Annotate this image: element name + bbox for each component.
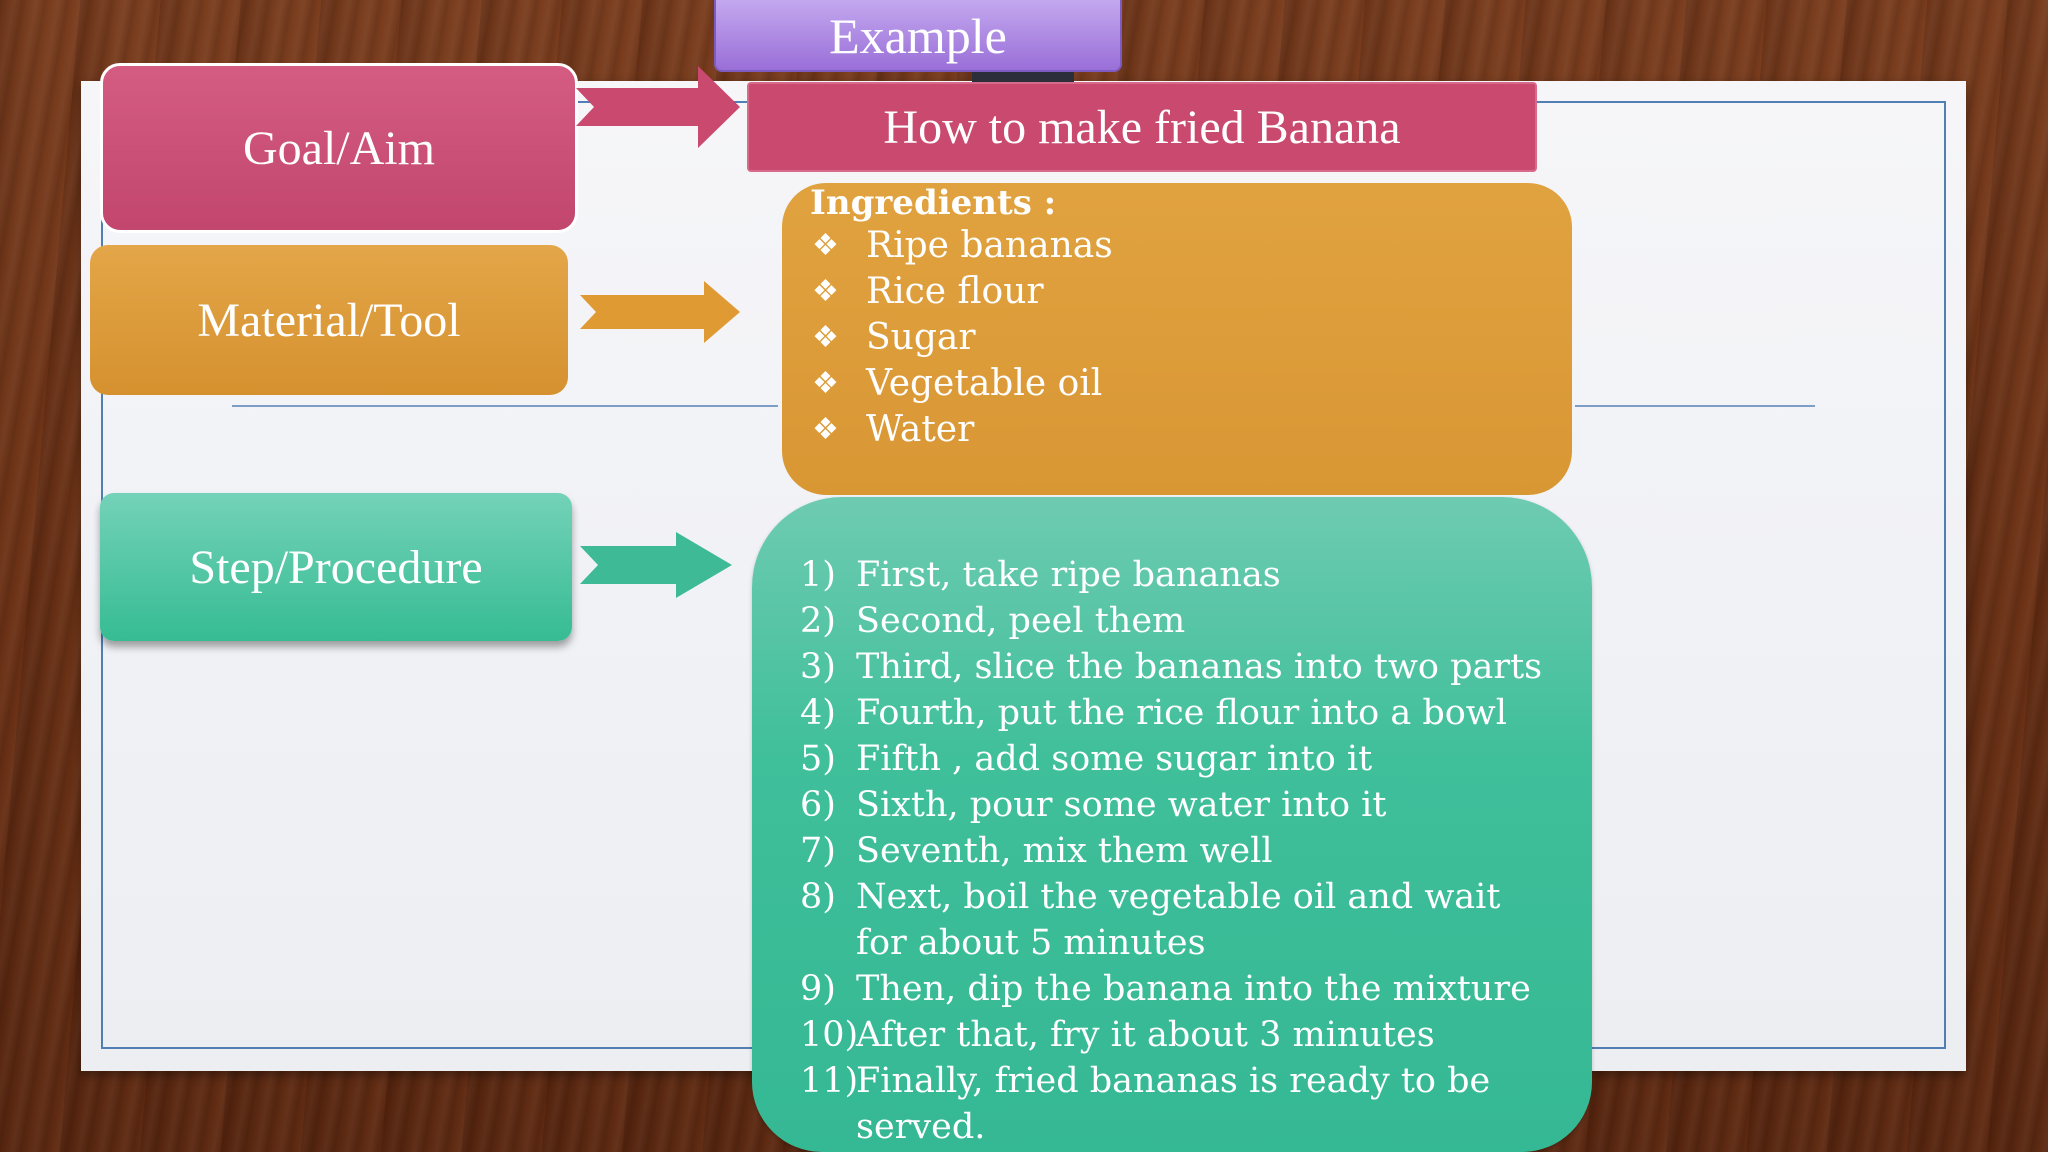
divider-line-right	[1575, 405, 1815, 407]
step-label-box: Step/Procedure	[100, 493, 572, 641]
list-item: 1) First, take ripe bananas	[800, 552, 1542, 598]
step-text: Next, boil the vegetable oil and wait for…	[856, 874, 1500, 966]
list-item: ❖ Rice flour	[812, 269, 1113, 315]
list-item: ❖ Vegetable oil	[812, 361, 1113, 407]
diamond-bullet-icon: ❖	[812, 366, 839, 401]
ingredient-text: Sugar	[866, 317, 976, 358]
step-number: 4)	[800, 693, 836, 733]
ingredient-text: Ripe bananas	[866, 225, 1113, 266]
steps-list: 1) First, take ripe bananas 2) Second, pee…	[800, 552, 1542, 1150]
list-item: 5) Fifth , add some sugar into it	[800, 736, 1542, 782]
step-text: Fourth, put the rice flour into a bowl	[856, 693, 1507, 733]
diamond-bullet-icon: ❖	[812, 320, 839, 355]
step-text: Second, peel them	[856, 601, 1186, 641]
step-number: 5)	[800, 739, 836, 779]
material-arrow-icon	[580, 281, 740, 343]
ingredient-text: Vegetable oil	[866, 363, 1103, 404]
step-number: 2)	[800, 601, 836, 641]
list-item: ❖ Sugar	[812, 315, 1113, 361]
step-text: Sixth, pour some water into it	[856, 785, 1387, 825]
step-number: 1)	[800, 555, 836, 595]
step-number: 9)	[800, 969, 836, 1009]
goal-label: Goal/Aim	[243, 121, 435, 175]
step-arrow-icon	[580, 532, 732, 598]
goal-label-box: Goal/Aim	[100, 63, 578, 233]
step-number: 3)	[800, 647, 836, 687]
list-item: 8) Next, boil the vegetable oil and wait f…	[800, 874, 1542, 966]
title-shadow	[972, 72, 1074, 82]
list-item: ❖ Ripe bananas	[812, 223, 1113, 269]
ingredient-text: Rice flour	[866, 271, 1044, 312]
slide-title: Example	[714, 0, 1122, 72]
material-label: Material/Tool	[197, 293, 461, 347]
step-text: Then, dip the banana into the mixture	[856, 969, 1531, 1009]
step-text-line-2: for about 5 minutes	[856, 923, 1206, 963]
list-item: ❖ Water	[812, 407, 1113, 453]
diamond-bullet-icon: ❖	[812, 274, 839, 309]
ingredients-box: Ingredients : ❖ Ripe bananas ❖ Rice flour …	[782, 183, 1572, 495]
step-text-line-1: Finally, fried bananas is ready to be	[856, 1061, 1491, 1101]
step-number: 6)	[800, 785, 836, 825]
goal-text-box: How to make fried Banana	[747, 82, 1537, 172]
ingredients-list: ❖ Ripe bananas ❖ Rice flour ❖ Sugar ❖ Vegeta…	[812, 223, 1113, 453]
list-item: 10)After that, fry it about 3 minutes	[800, 1012, 1542, 1058]
diamond-bullet-icon: ❖	[812, 228, 839, 263]
list-item: 3) Third, slice the bananas into two part…	[800, 644, 1542, 690]
steps-box: 1) First, take ripe bananas 2) Second, pee…	[752, 497, 1592, 1152]
divider-line-left	[232, 405, 778, 407]
list-item: 7) Seventh, mix them well	[800, 828, 1542, 874]
list-item: 11)Finally, fried bananas is ready to be…	[800, 1058, 1542, 1150]
step-number: 10)	[800, 1015, 859, 1055]
goal-arrow-icon	[576, 66, 740, 148]
goal-text: How to make fried Banana	[883, 100, 1401, 154]
step-label: Step/Procedure	[189, 540, 483, 594]
ingredient-text: Water	[866, 409, 975, 450]
list-item: 4) Fourth, put the rice flour into a bowl	[800, 690, 1542, 736]
step-text: Seventh, mix them well	[856, 831, 1273, 871]
ingredients-title: Ingredients :	[810, 183, 1057, 223]
step-number: 7)	[800, 831, 836, 871]
material-label-box: Material/Tool	[90, 245, 568, 395]
step-number: 11)	[800, 1061, 859, 1101]
list-item: 2) Second, peel them	[800, 598, 1542, 644]
step-text-line-2: served.	[856, 1107, 986, 1147]
step-text: First, take ripe bananas	[856, 555, 1281, 595]
step-number: 8)	[800, 877, 836, 917]
step-text-line-1: Next, boil the vegetable oil and wait	[856, 877, 1501, 917]
step-text: Third, slice the bananas into two parts	[856, 647, 1543, 687]
step-text: After that, fry it about 3 minutes	[856, 1015, 1435, 1055]
list-item: 6) Sixth, pour some water into it	[800, 782, 1542, 828]
step-text: Fifth , add some sugar into it	[856, 739, 1373, 779]
list-item: 9) Then, dip the banana into the mixture	[800, 966, 1542, 1012]
diamond-bullet-icon: ❖	[812, 412, 839, 447]
step-text: Finally, fried bananas is ready to be ser…	[856, 1058, 1490, 1150]
